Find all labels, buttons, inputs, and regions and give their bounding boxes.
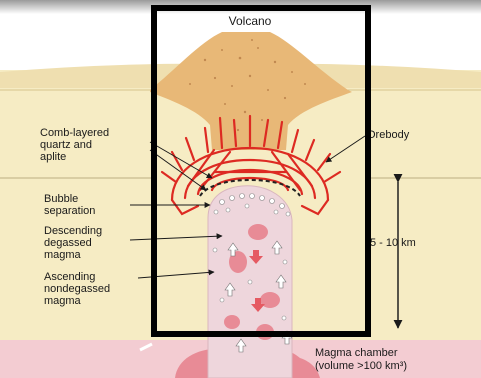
label-comb-1: Comb-layered bbox=[40, 127, 109, 139]
label-desc-2: degassed bbox=[44, 237, 92, 249]
label-desc-1: Descending bbox=[44, 225, 102, 237]
label-volcano: Volcano bbox=[229, 14, 272, 28]
label-bubble-2: separation bbox=[44, 205, 95, 217]
label-comb-2: quartz and bbox=[40, 139, 92, 151]
label-desc-3: magma bbox=[44, 249, 82, 261]
label-chamber-1: Magma chamber bbox=[315, 347, 398, 359]
label-asc-1: Ascending bbox=[44, 271, 95, 283]
label-bubble-1: Bubble bbox=[44, 193, 78, 205]
label-chamber-2: (volume >100 km³) bbox=[315, 360, 407, 372]
label-asc-3: magma bbox=[44, 295, 82, 307]
label-comb-3: aplite bbox=[40, 151, 66, 163]
label-depth: 5 - 10 km bbox=[370, 237, 416, 249]
label-asc-2: nondegassed bbox=[44, 283, 110, 295]
label-orebody: Orebody bbox=[367, 129, 410, 141]
